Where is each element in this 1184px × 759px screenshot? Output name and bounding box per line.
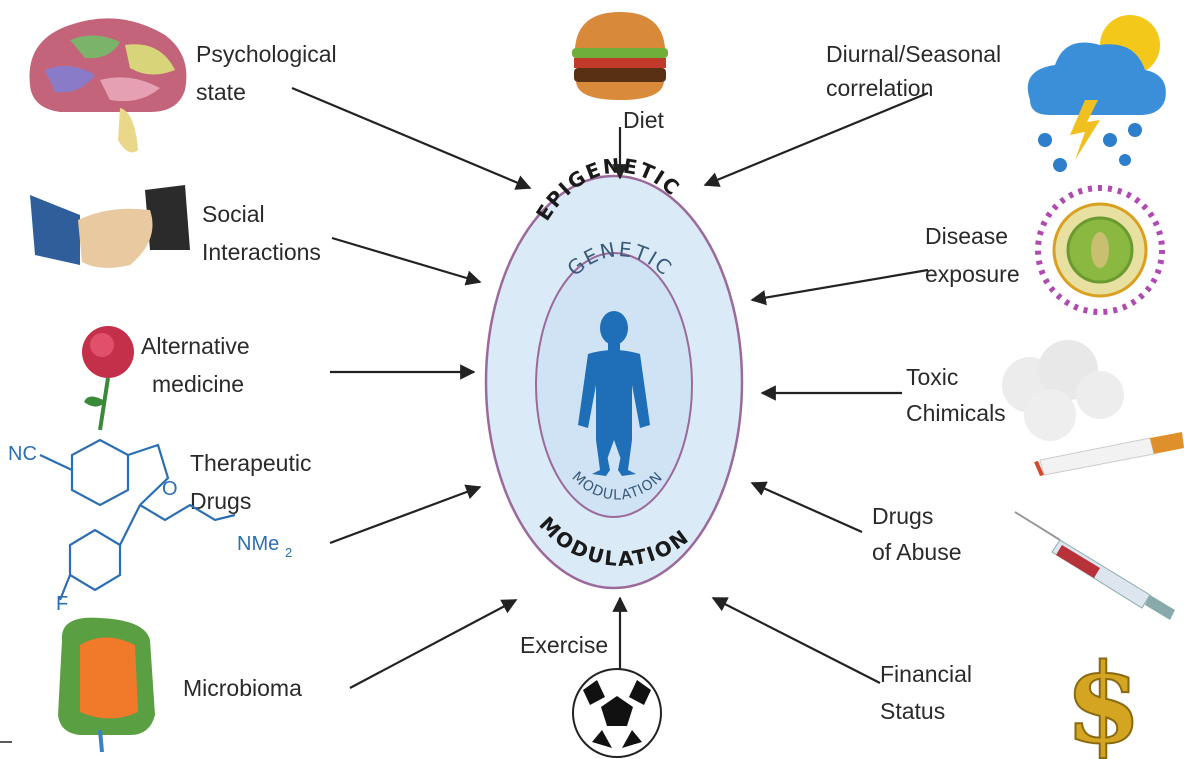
- burger-icon: [572, 12, 668, 100]
- molecule-nme: NMe: [237, 533, 279, 555]
- label-social-2: Interactions: [202, 239, 321, 265]
- handshake-icon: [30, 185, 190, 268]
- svg-text:$: $: [1065, 639, 1142, 759]
- label-therapeutic-1: Therapeutic: [190, 450, 311, 476]
- storm-cloud-icon: [1027, 15, 1166, 172]
- label-social-1: Social: [202, 201, 265, 227]
- label-disease-1: Disease: [925, 223, 1008, 249]
- intestine-icon: [58, 617, 155, 753]
- dollar-icon: $: [1064, 638, 1143, 759]
- factor-labels: Psychological state Diet Diurnal/Seasona…: [141, 41, 1020, 724]
- central-model: EPIGENETIC MODULATION GENETIC MODULATION: [484, 153, 744, 590]
- label-toxic-2: Chimicals: [906, 400, 1006, 426]
- brain-icon: [29, 18, 187, 153]
- label-diurnal-2: correlation: [826, 75, 933, 101]
- label-exercise: Exercise: [520, 632, 608, 658]
- label-disease-2: exposure: [925, 261, 1020, 287]
- human-figure-icon: [578, 311, 650, 476]
- label-toxic-1: Toxic: [906, 364, 958, 390]
- molecule-icon: [39, 438, 236, 601]
- label-alternative-1: Alternative: [141, 333, 250, 359]
- virus-icon: [1035, 185, 1165, 315]
- molecule-o: O: [162, 478, 178, 500]
- label-diet: Diet: [623, 107, 665, 133]
- syringe-icon: [1014, 511, 1175, 620]
- molecule-nc: NC: [8, 443, 37, 465]
- soccer-ball-icon: [572, 668, 662, 758]
- label-therapeutic-2: Drugs: [190, 488, 251, 514]
- label-abuse-2: of Abuse: [872, 539, 962, 565]
- label-microbioma: Microbioma: [183, 675, 302, 701]
- label-financial-2: Status: [880, 698, 945, 724]
- label-psychological-2: state: [196, 79, 246, 105]
- label-financial-1: Financial: [880, 661, 972, 687]
- molecule-nme-sub: 2: [285, 545, 292, 560]
- label-diurnal-1: Diurnal/Seasonal: [826, 41, 1001, 67]
- arrows: [291, 86, 929, 689]
- rose-icon: [82, 326, 134, 431]
- label-psychological-1: Psychological: [196, 41, 337, 67]
- smoke-cigarette-icon: [1002, 340, 1184, 476]
- molecule-f: F: [56, 593, 68, 615]
- label-alternative-2: medicine: [152, 371, 244, 397]
- label-abuse-1: Drugs: [872, 503, 933, 529]
